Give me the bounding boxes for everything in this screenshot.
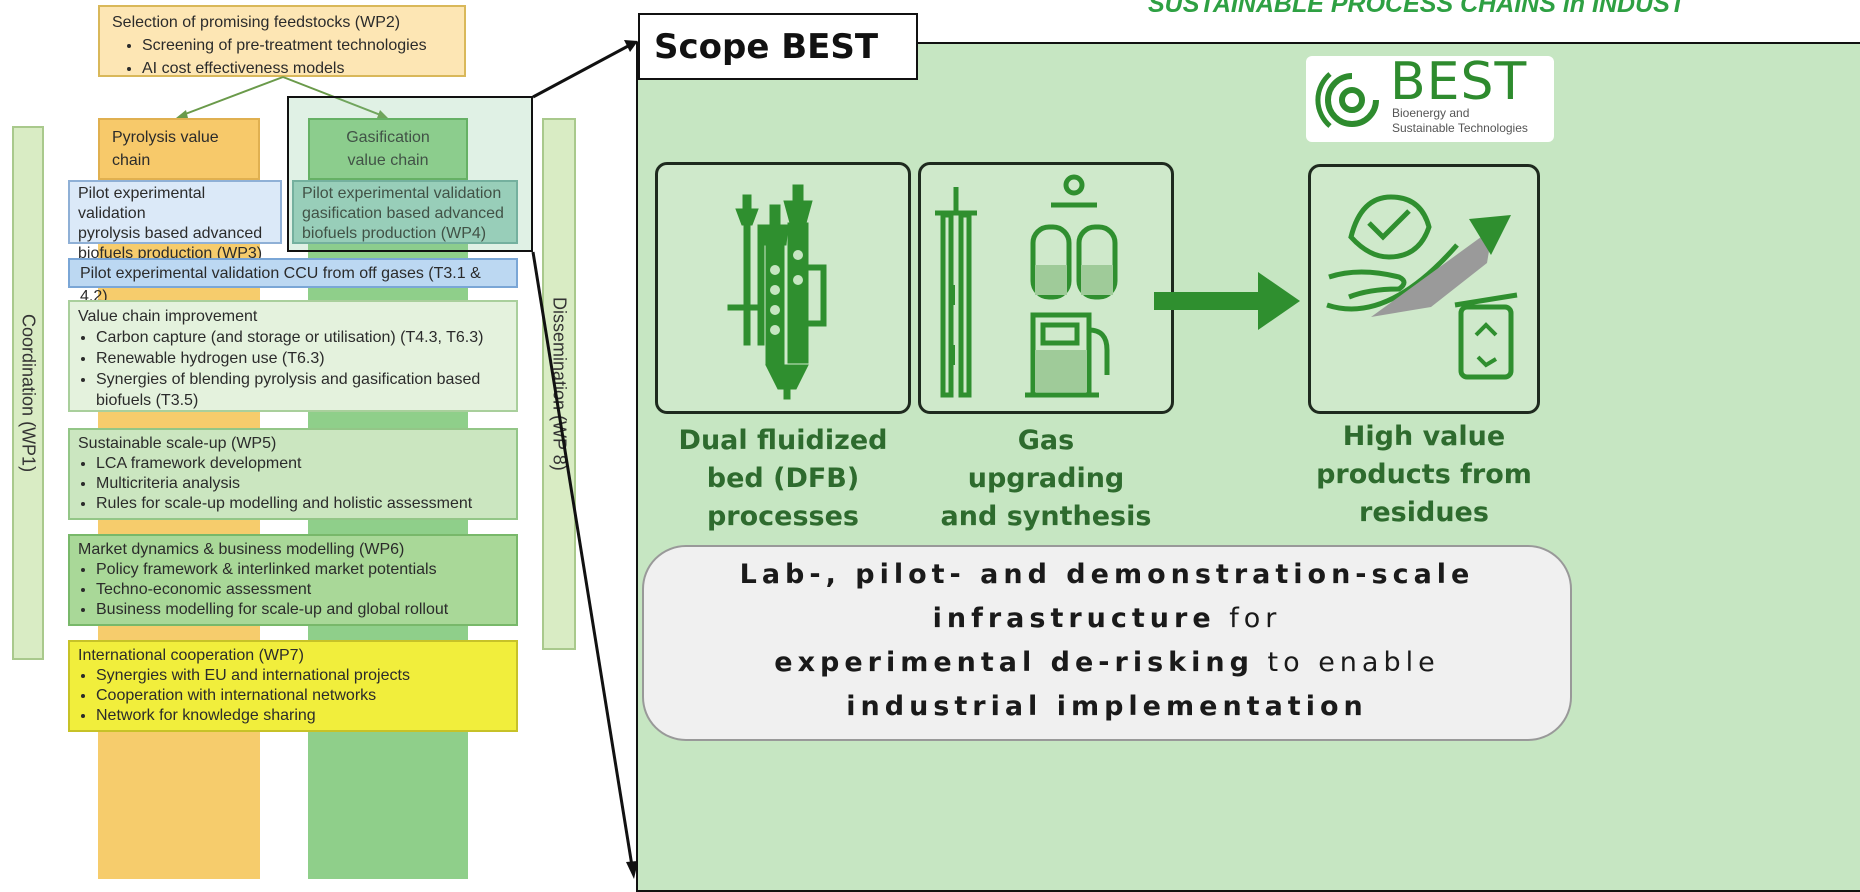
statement-box: Lab-, pilot- and demonstration-scale inf… bbox=[642, 545, 1572, 741]
best-logo-mark-icon bbox=[1315, 72, 1379, 128]
dfb-reactor-card bbox=[655, 162, 911, 414]
products-recycle-icon bbox=[1326, 194, 1518, 380]
statement-line-2: infrastructure for bbox=[932, 603, 1282, 634]
statement-line-1: Lab-, pilot- and demonstration-scale bbox=[739, 559, 1475, 590]
statement-line-4: industrial implementation bbox=[846, 691, 1368, 722]
value-chain-item: Synergies of blending pyrolysis and gasi… bbox=[96, 369, 508, 411]
wp7-box: International cooperation (WP7) Synergie… bbox=[68, 640, 518, 732]
gas-upgrading-card bbox=[918, 162, 1174, 414]
wp6-item: Policy framework & interlinked market po… bbox=[96, 560, 508, 580]
page-title: SUSTAINABLE PROCESS CHAINS in INDUST bbox=[1148, 0, 1686, 18]
best-logo-subtitle: Bioenergy and Sustainable Technologies bbox=[1392, 106, 1528, 135]
dissemination-bar: Dissemination (WP 8) bbox=[542, 118, 576, 650]
wp6-box: Market dynamics & business modelling (WP… bbox=[68, 534, 518, 626]
statement-line-3: experimental de-risking to enable bbox=[774, 647, 1440, 678]
caption-dfb: Dual fluidized bed (DFB) processes bbox=[678, 425, 888, 532]
caption-gas: Gas upgrading and synthesis bbox=[940, 425, 1152, 532]
gasification-chain-header: Gasification value chain bbox=[308, 118, 468, 180]
wp3-box: Pilot experimental validation pyrolysis … bbox=[68, 180, 282, 262]
wp6-item: Techno-economic assessment bbox=[96, 580, 508, 600]
pyrolysis-chain-header: Pyrolysis value chain bbox=[98, 118, 260, 180]
wp5-item: Rules for scale-up modelling and holisti… bbox=[96, 494, 508, 514]
coordination-label: Coordination (WP1) bbox=[18, 313, 39, 473]
wp7-item: Network for knowledge sharing bbox=[96, 706, 508, 726]
dfb-reactor-icon bbox=[727, 184, 827, 400]
wp5-item: Multicriteria analysis bbox=[96, 474, 508, 494]
caption-products: High value products from residues bbox=[1316, 421, 1532, 528]
scope-label: Scope BEST bbox=[654, 26, 879, 67]
process-arrow-icon bbox=[1154, 272, 1300, 330]
best-logo-text: BEST bbox=[1390, 52, 1528, 112]
wp4-box: Pilot experimental validation gasificati… bbox=[292, 180, 518, 244]
best-logo: BEST Bioenergy and Sustainable Technolog… bbox=[1306, 52, 1554, 142]
wp5-box: Sustainable scale-up (WP5) LCA framework… bbox=[68, 428, 518, 520]
coordination-bar: Coordination (WP1) bbox=[12, 126, 44, 660]
wp2-title: Selection of promising feedstocks (WP2) bbox=[112, 14, 401, 31]
value-chain-item: Carbon capture (and storage or utilisati… bbox=[96, 327, 508, 348]
wp5-item: LCA framework development bbox=[96, 454, 508, 474]
wp2-item: AI cost effectiveness models bbox=[142, 57, 452, 80]
gas-upgrading-icon bbox=[935, 174, 1118, 398]
high-value-products-card bbox=[1308, 164, 1540, 414]
dissemination-label: Dissemination (WP 8) bbox=[549, 297, 570, 471]
wp7-item: Synergies with EU and international proj… bbox=[96, 666, 508, 686]
wp7-item: Cooperation with international networks bbox=[96, 686, 508, 706]
scope-label-box: Scope BEST bbox=[638, 13, 918, 80]
ccu-box: Pilot experimental validation CCU from o… bbox=[68, 258, 518, 305]
wp2-box: Selection of promising feedstocks (WP2) … bbox=[98, 5, 466, 77]
value-chain-improvement-box: Value chain improvement Carbon capture (… bbox=[68, 300, 518, 412]
wp2-item: Screening of pre-treatment technologies bbox=[142, 34, 452, 57]
value-chain-item: Renewable hydrogen use (T6.3) bbox=[96, 348, 508, 369]
scope-highlight-rect bbox=[287, 96, 533, 252]
wp6-item: Business modelling for scale-up and glob… bbox=[96, 600, 508, 620]
